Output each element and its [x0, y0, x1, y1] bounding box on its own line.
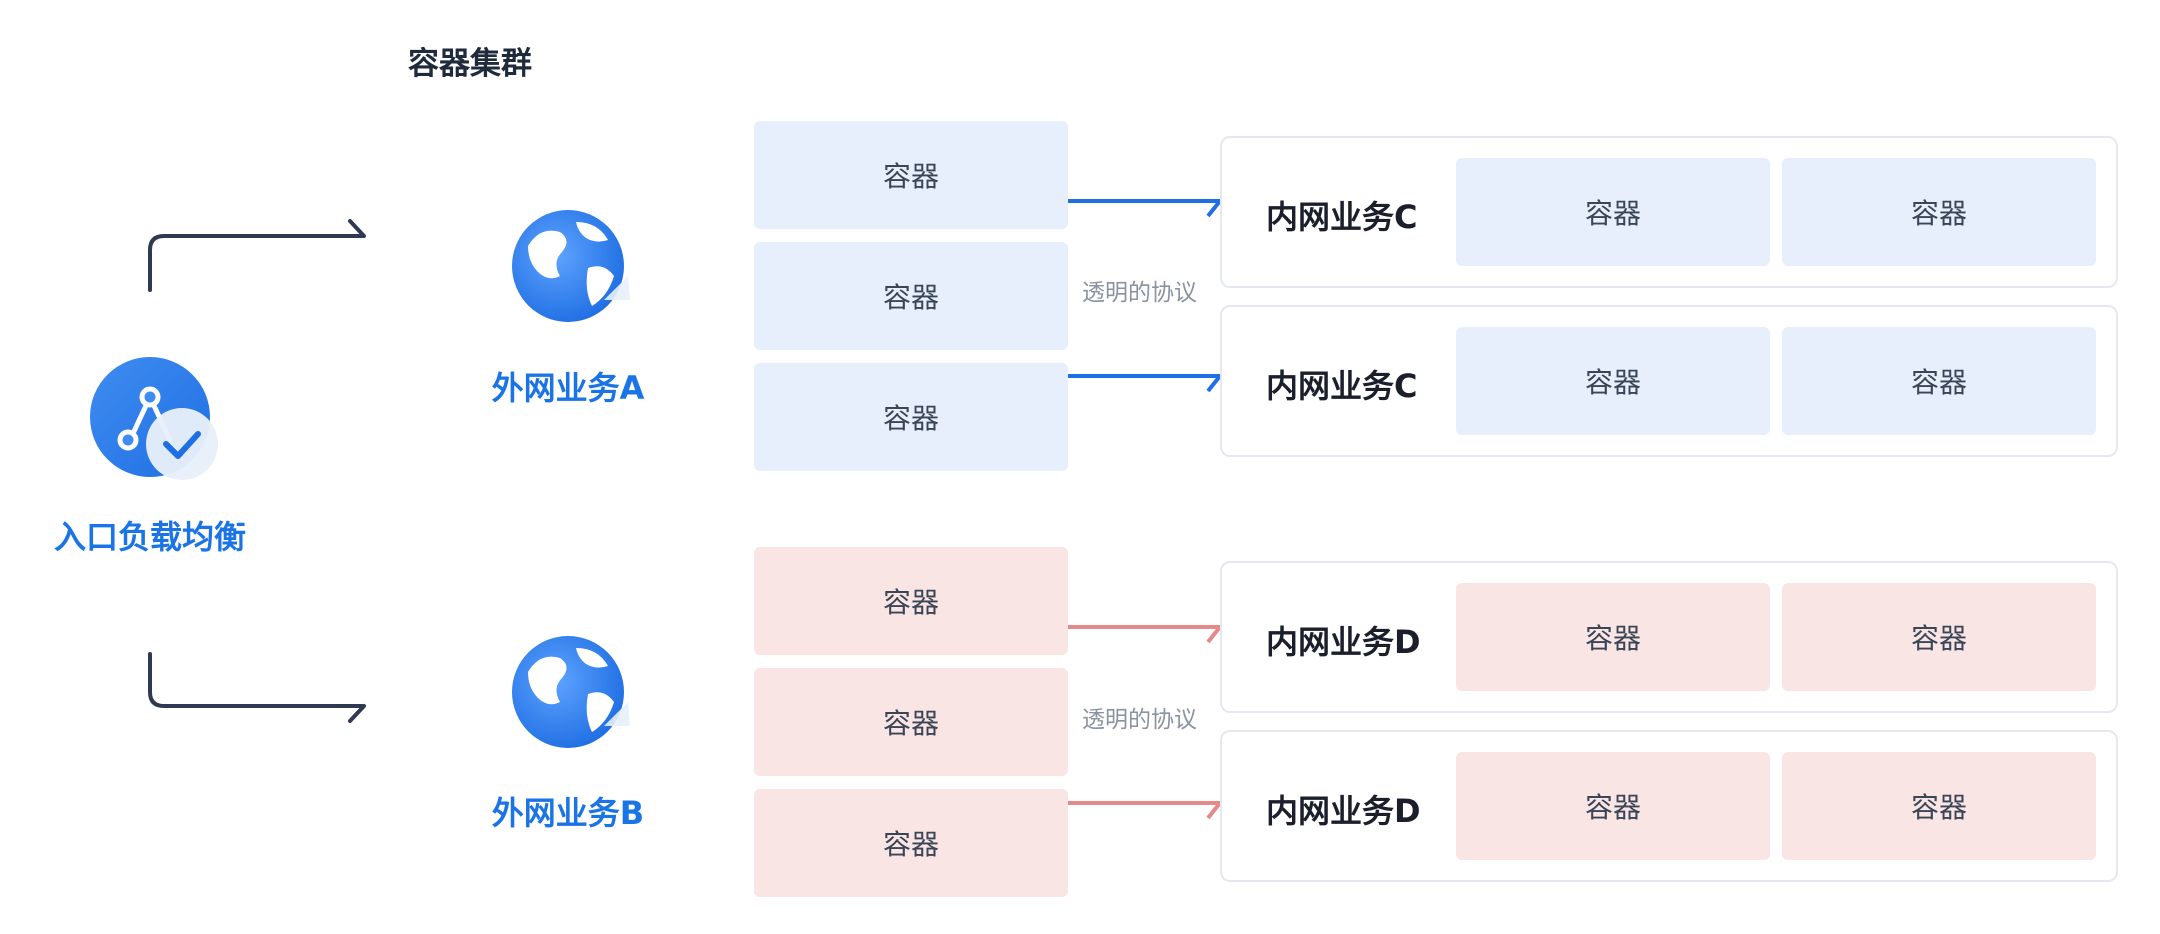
- ingress-label: 入口负载均衡: [53, 518, 246, 556]
- container-a-3[interactable]: 容器: [754, 363, 1068, 471]
- container-d1-2[interactable]: 容器: [1782, 583, 2096, 691]
- container-b-1[interactable]: 容器: [754, 547, 1068, 655]
- protocol-label-b: 透明的协议: [1082, 707, 1197, 733]
- container-b-3[interactable]: 容器: [754, 789, 1068, 897]
- container-c2-2[interactable]: 容器: [1782, 327, 2096, 435]
- container-b-2[interactable]: 容器: [754, 668, 1068, 776]
- flow-arrow-top: [148, 234, 364, 292]
- load-balancer-check-icon: [90, 357, 218, 480]
- container-c1-2[interactable]: 容器: [1782, 158, 2096, 266]
- container-c2-1[interactable]: 容器: [1456, 327, 1770, 435]
- internal-service-c-label: 内网业务C: [1266, 367, 1418, 405]
- internal-service-c-label: 内网业务C: [1266, 198, 1418, 236]
- globe-icon: [512, 210, 630, 322]
- flow-arrow-bottom: [148, 652, 364, 708]
- container-a-1[interactable]: 容器: [754, 121, 1068, 229]
- service-a-label: 外网业务A: [491, 369, 645, 407]
- container-c1-1[interactable]: 容器: [1456, 158, 1770, 266]
- flow-arrow-top-head: [348, 219, 366, 238]
- container-a-2[interactable]: 容器: [754, 242, 1068, 350]
- internal-service-d-label: 内网业务D: [1266, 623, 1421, 661]
- container-d2-1[interactable]: 容器: [1456, 752, 1770, 860]
- internal-service-d-label: 内网业务D: [1266, 792, 1421, 830]
- container-d1-1[interactable]: 容器: [1456, 583, 1770, 691]
- container-d2-2[interactable]: 容器: [1782, 752, 2096, 860]
- cluster-title: 容器集群: [408, 46, 532, 82]
- flow-arrow-bottom-head: [348, 704, 366, 723]
- globe-icon: [512, 636, 630, 748]
- protocol-label-a: 透明的协议: [1082, 280, 1197, 306]
- service-b-label: 外网业务B: [491, 794, 645, 832]
